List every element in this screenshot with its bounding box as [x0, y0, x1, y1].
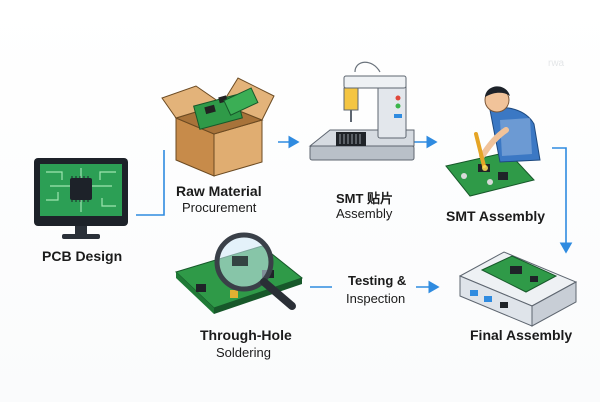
step-through-hole-subtitle: Soldering	[216, 345, 271, 360]
smt-machine-icon	[308, 61, 415, 161]
magnifier-icon	[175, 232, 304, 314]
arrow-assembly-to-final	[552, 147, 573, 254]
cardboard-box-icon	[161, 77, 275, 177]
step-smt-assembly-title: SMT Assembly	[446, 208, 546, 224]
step-testing-subtitle: Inspection	[346, 291, 406, 306]
step-final-assembly-title: Final Assembly	[470, 327, 573, 343]
worker-icon	[445, 86, 541, 197]
electronics-case-icon	[458, 251, 578, 327]
step-smt-subtitle: Assembly	[336, 206, 393, 221]
watermark: rwa	[548, 58, 565, 69]
connector-arrows	[136, 135, 573, 294]
step-through-hole-title: Through-Hole	[200, 327, 292, 343]
step-testing-title: Testing &	[348, 273, 407, 288]
step-smt-title: SMT 贴片	[336, 191, 394, 206]
arrow-design-to-procurement	[136, 150, 165, 216]
monitor-icon	[34, 158, 128, 239]
step-pcb-design-title: PCB Design	[42, 248, 123, 264]
step-raw-material-subtitle: Procurement	[182, 200, 257, 215]
step-raw-material-title: Raw Material	[176, 183, 262, 199]
